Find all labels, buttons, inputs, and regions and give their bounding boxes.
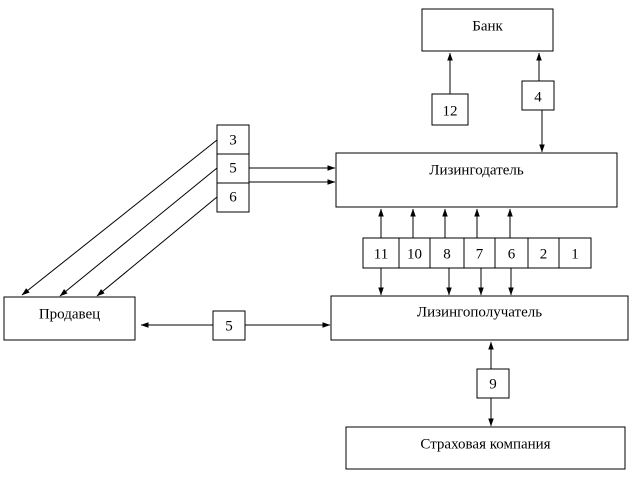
flow-12-label: 12 [443, 103, 458, 119]
flow-11-label: 11 [374, 246, 388, 262]
flow-8-box [429, 237, 465, 269]
lessee-insurer-flow: 9 [476, 341, 510, 427]
flow-5-label: 5 [229, 160, 237, 176]
flow-3-box [216, 124, 250, 155]
flow-2-label: 2 [540, 246, 548, 262]
seller-lessee-flow: 5 [140, 310, 331, 341]
seller-lessor-flows: 3 5 6 [21, 124, 336, 297]
flow-3-to-seller-arrow [21, 139, 218, 296]
seller-label: Продавец [39, 306, 100, 322]
lessee-label: Лизингополучатель [417, 304, 542, 320]
flow-4-label: 4 [534, 89, 542, 105]
flow-9-box [476, 368, 510, 399]
lessor-label: Лизингодатель [429, 162, 524, 178]
flow-1-label: 1 [571, 246, 579, 262]
seller-node: Продавец [3, 296, 136, 341]
flow-4-box [521, 80, 555, 111]
flow-1-box [558, 237, 592, 269]
flow-6-label: 6 [229, 189, 237, 205]
flow-5b-label: 5 [225, 318, 233, 334]
flow-5b-box [212, 310, 246, 341]
flow-12-box [431, 93, 469, 126]
flow-2-box [527, 237, 560, 269]
flow-6b-label: 6 [508, 246, 516, 262]
lessee-node: Лизингополучатель [330, 295, 629, 341]
insurer-node: Страховая компания [345, 426, 626, 470]
bank-flows: 12 4 [431, 52, 555, 153]
flow-3-label: 3 [229, 132, 237, 148]
lessor-lessee-flows: 11 10 8 7 6 2 1 [362, 208, 592, 296]
flow-7-label: 7 [476, 246, 484, 262]
flow-5-to-seller-arrow [59, 167, 218, 297]
flow-6-to-seller-arrow [96, 196, 218, 297]
flow-8-label: 8 [443, 246, 451, 262]
lessor-node: Лизингодатель [335, 152, 618, 208]
bank-label: Банк [472, 18, 503, 34]
bank-node: Банк [421, 8, 554, 52]
flow-11-box [362, 237, 400, 269]
flow-7-box [463, 237, 496, 269]
flow-9-label: 9 [489, 376, 497, 392]
flow-10-label: 10 [407, 246, 422, 262]
insurer-label: Страховая компания [420, 436, 550, 452]
